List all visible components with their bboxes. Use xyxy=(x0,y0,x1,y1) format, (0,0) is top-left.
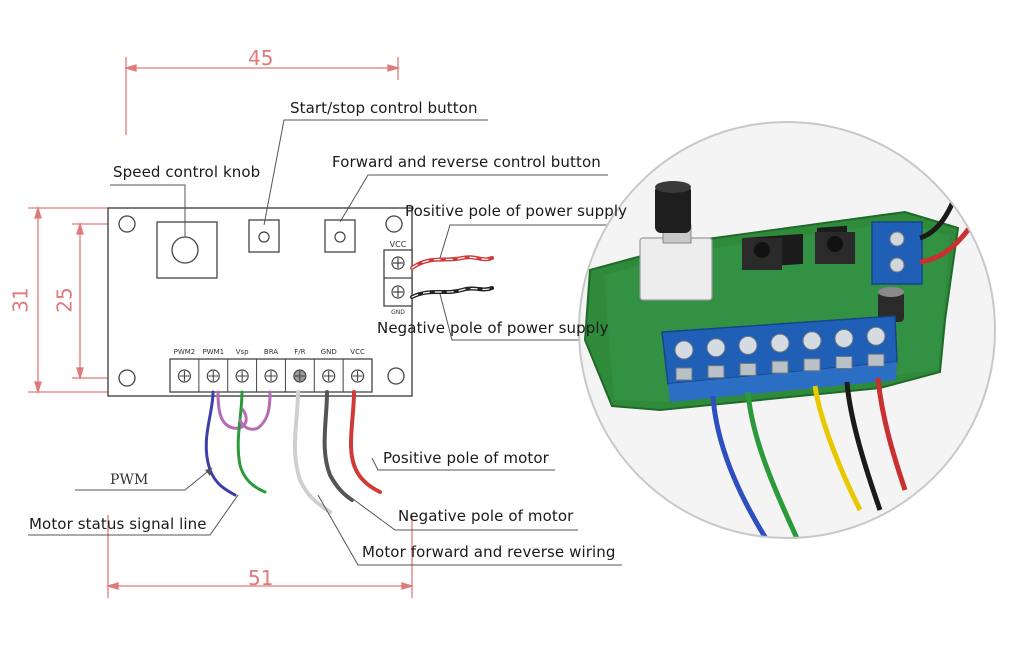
pin-label: F/R xyxy=(294,348,305,356)
board-drawing: VCC GND PWM2 PWM1 Vsp BRA F/R GND VCC xyxy=(107,207,413,397)
pin-label: PWM1 xyxy=(202,348,224,356)
photo-screw-icon xyxy=(866,326,886,346)
dimension-lines xyxy=(28,57,415,598)
dim-outer-height: 31 xyxy=(8,287,33,313)
label-pwm: PWM xyxy=(110,472,149,488)
pin-screw-icon xyxy=(206,369,220,383)
pin-screw-icon xyxy=(235,369,249,383)
screw-icon xyxy=(391,285,405,299)
photo-screw-icon xyxy=(706,338,726,358)
label-motor-positive: Positive pole of motor xyxy=(383,449,549,467)
dim-bottom-width: 51 xyxy=(248,566,274,590)
pcb-power-terminal xyxy=(871,221,923,285)
power-terminal-vcc: VCC xyxy=(390,240,407,249)
label-power-positive: Positive pole of power supply xyxy=(405,202,628,220)
pin-screw-icon xyxy=(177,369,192,383)
wire-gnd-darkgrey xyxy=(322,390,354,502)
wire-pwm1-purple xyxy=(216,390,248,430)
photo-screw-icon xyxy=(834,329,854,348)
fr-button-outline xyxy=(324,219,356,253)
pin-label: BRA xyxy=(264,348,278,356)
fr-button-icon xyxy=(334,231,346,243)
mounting-hole xyxy=(385,215,403,233)
wire-pwm2-blue xyxy=(204,390,237,497)
label-motor-negative: Negative pole of motor xyxy=(398,507,574,525)
wire-vsp-green xyxy=(236,390,267,494)
power-terminal-gnd: GND xyxy=(391,309,405,316)
potentiometer-knob xyxy=(655,185,691,233)
dim-inner-height: 25 xyxy=(52,287,77,313)
board-photo-inset xyxy=(578,121,996,539)
label-motor-fr-wiring: Motor forward and reverse wiring xyxy=(362,543,616,561)
mounting-hole xyxy=(118,369,136,387)
potentiometer-body xyxy=(639,237,713,301)
pin-screw-icon xyxy=(350,369,365,383)
screw-icon xyxy=(391,256,405,270)
pin-label: Vsp xyxy=(236,348,249,356)
leader-lines xyxy=(28,119,640,566)
pin-screw-icon xyxy=(322,369,336,383)
photo-screw-icon xyxy=(738,335,758,355)
label-speed-knob: Speed control knob xyxy=(113,163,261,181)
pin-label: VCC xyxy=(350,348,365,356)
pin-group: PWM2 PWM1 Vsp BRA F/R GND VCC xyxy=(174,348,365,392)
speed-knob-outline xyxy=(156,221,218,279)
mounting-hole xyxy=(387,367,405,385)
pin-label: PWM2 xyxy=(174,348,196,356)
pin-label: GND xyxy=(321,348,337,356)
label-motor-status: Motor status signal line xyxy=(29,515,207,533)
wire-fr-grey xyxy=(292,390,332,514)
label-forward-reverse: Forward and reverse control button xyxy=(332,153,601,171)
photo-screw-icon xyxy=(802,331,822,351)
start-stop-button-icon xyxy=(258,231,270,243)
photo-screw-icon xyxy=(770,333,790,353)
mounting-hole xyxy=(118,215,136,233)
label-power-negative: Negative pole of power supply xyxy=(377,319,609,337)
photo-screw-icon xyxy=(674,340,694,360)
wire-bra-purple xyxy=(238,390,272,431)
pin-screw-icon xyxy=(264,369,278,383)
start-stop-button-outline xyxy=(248,219,280,253)
wire-vcc-red xyxy=(348,390,382,494)
label-start-stop: Start/stop control button xyxy=(290,99,478,117)
dim-top-width: 45 xyxy=(248,46,274,70)
